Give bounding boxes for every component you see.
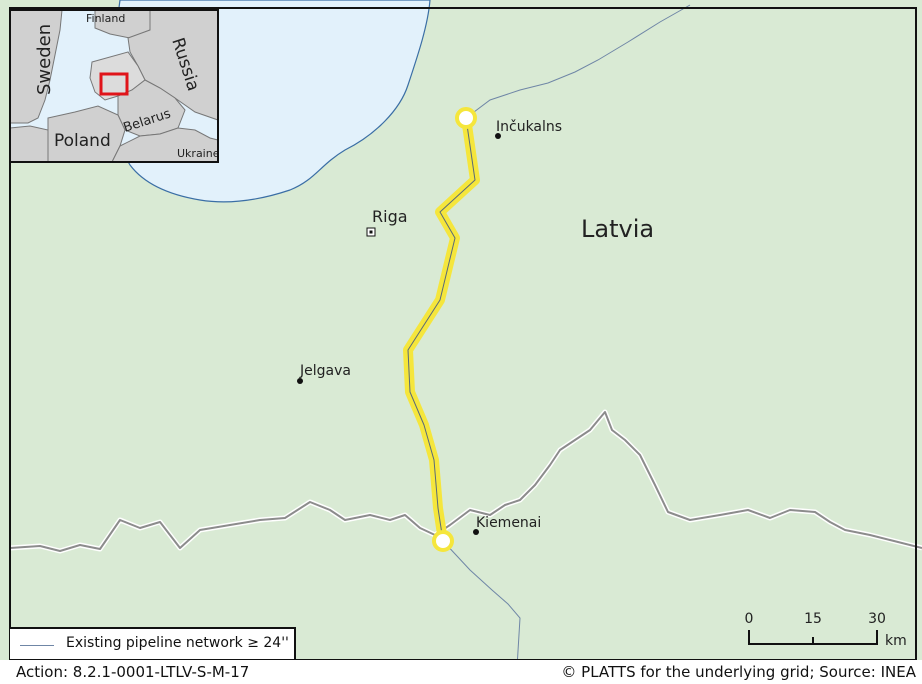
inset-map: Finland Sweden Russia Belarus Poland Ukr… [9, 9, 220, 163]
footer-credit: © PLATTS for the underlying grid; Source… [561, 663, 916, 681]
inset-label-sweden: Sweden [34, 24, 55, 95]
latvia-lithuania-border-line [9, 411, 922, 552]
jelgava-dot [297, 378, 303, 384]
legend: Existing pipeline network ≥ 24'' [10, 627, 296, 659]
inset-germany [9, 125, 49, 163]
inset-sweden [9, 9, 63, 124]
scale-tick-0: 0 [745, 611, 754, 627]
country-label-latvia: Latvia [581, 215, 654, 243]
footer: Action: 8.2.1-0001-LTLV-S-M-17 © PLATTS … [0, 660, 922, 684]
footer-action-id: Action: 8.2.1-0001-LTLV-S-M-17 [16, 663, 250, 681]
kiemenai-label: Kiemenai [476, 515, 541, 531]
kiemenai-dot [473, 529, 479, 535]
riga-capital-marker-inner [369, 230, 373, 234]
pipeline-northeast [465, 4, 691, 119]
scale-bar: 0 15 30 km [745, 611, 907, 649]
legend-pipeline-label: Existing pipeline network ≥ 24'' [66, 635, 289, 651]
pipeline-south [442, 540, 521, 684]
incukalns-dot [495, 133, 501, 139]
project-pipeline-line [407, 117, 476, 542]
endpoint-kiemenai [432, 530, 454, 552]
inset-focus-box [99, 72, 129, 96]
scale-tick-30: 30 [868, 611, 886, 627]
inset-label-poland: Poland [54, 131, 111, 151]
jelgava-label: Jelgava [299, 363, 351, 379]
legend-pipeline-swatch [20, 645, 54, 646]
inset-label-finland: Finland [86, 12, 125, 25]
riga-label: Riga [372, 207, 408, 226]
incukalns-label: Inčukalns [496, 119, 562, 135]
scale-tick-15: 15 [804, 611, 822, 627]
scale-unit: km [885, 633, 907, 649]
inset-label-ukraine: Ukraine [177, 147, 220, 160]
endpoint-incukalns [455, 107, 477, 129]
